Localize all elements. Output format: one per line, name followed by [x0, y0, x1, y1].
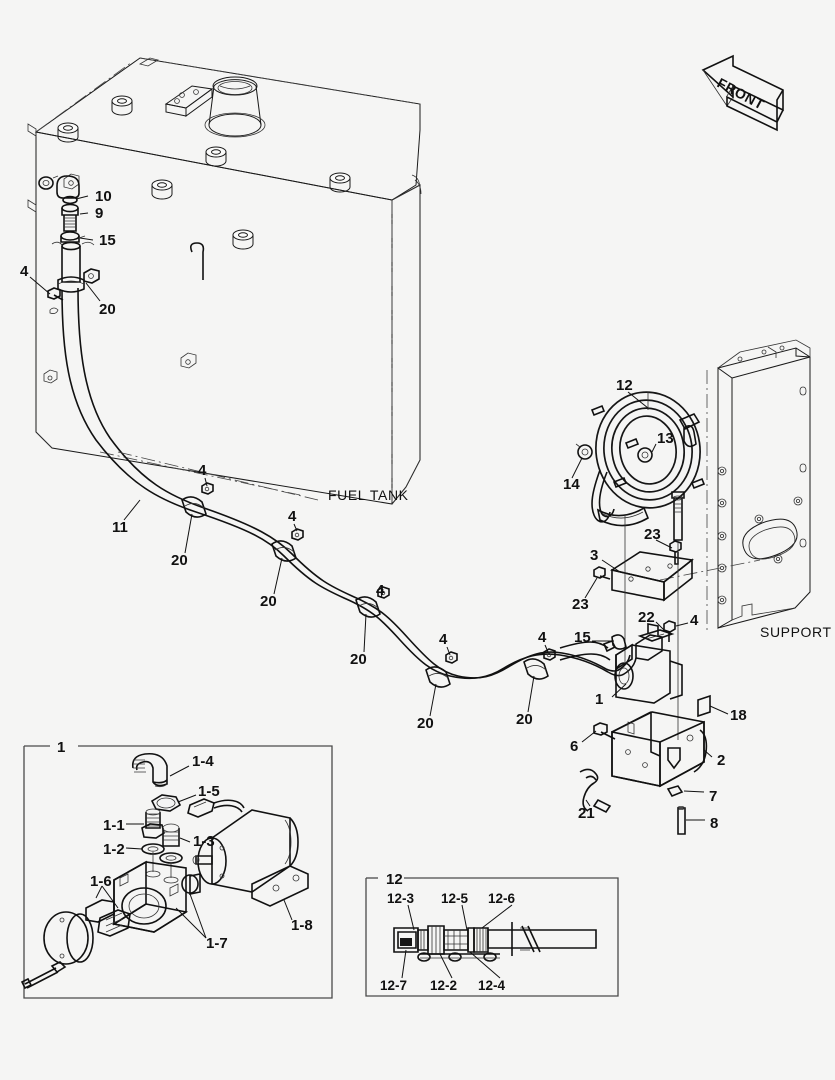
callout-10: 10 — [95, 188, 112, 205]
callout-15: 15 — [99, 232, 116, 249]
tank-top-bosses — [57, 95, 351, 250]
callout-8: 8 — [710, 815, 718, 832]
callout-2: 2 — [717, 752, 725, 769]
hose-clamps-group — [181, 482, 556, 688]
detail-label-1-7: 1-7 — [206, 935, 228, 952]
fuel-tank-group — [27, 57, 422, 505]
assembly-guide-lines — [624, 392, 679, 740]
detail-box-pump: 1 — [20, 739, 333, 999]
callout-20-e: 20 — [516, 711, 533, 728]
callout-6: 6 — [570, 738, 578, 755]
hose-clamp-c — [355, 586, 390, 618]
part-1-6 — [85, 899, 131, 937]
callout-13: 13 — [657, 430, 674, 447]
part-1-7 — [181, 873, 201, 895]
callout-23-top: 23 — [644, 526, 661, 543]
detail-box-nozzle: 12 — [365, 871, 619, 997]
part-1-8-motor — [192, 809, 309, 907]
fuel-tank-caption: FUEL TANK — [328, 487, 409, 503]
callout-15-pump: 15 — [574, 629, 591, 646]
callout-4-c: 4 — [376, 582, 385, 599]
detail-label-1-3: 1-3 — [193, 833, 215, 850]
callout-23-left: 23 — [572, 596, 589, 613]
callout-18: 18 — [730, 707, 747, 724]
callout-3: 3 — [590, 547, 598, 564]
support-panel-group: SUPPORT — [659, 339, 832, 640]
callout-7: 7 — [709, 788, 717, 805]
callout-20-d: 20 — [417, 715, 434, 732]
tank-filler-neck — [204, 76, 266, 138]
hose-clamp-a — [181, 482, 214, 518]
hose-reel-group: 12 13 14 — [563, 377, 706, 541]
callout-group-tank-fitting: 10 9 15 4 20 — [20, 188, 116, 318]
tank-outlet-fitting-group — [38, 175, 100, 301]
detail-label-12-4: 12-4 — [478, 978, 506, 993]
part-12-assembly — [393, 922, 597, 962]
part-1-4 — [131, 752, 168, 788]
callout-12: 12 — [616, 377, 633, 394]
callout-4-tank: 4 — [20, 263, 29, 280]
callout-4-e: 4 — [538, 629, 547, 646]
detail-label-12-2: 12-2 — [430, 978, 457, 993]
fuel-hose-run-group — [61, 287, 637, 680]
callout-20-tank: 20 — [99, 301, 116, 318]
detail-label-12-3: 12-3 — [387, 891, 415, 906]
part-pump-end-cover — [20, 911, 94, 990]
callout-9: 9 — [95, 205, 103, 222]
pump-assembly-group: 22 4 15 1 — [559, 609, 699, 708]
callout-20-c: 20 — [350, 651, 367, 668]
tank-top-plate — [164, 85, 214, 117]
hose-clamp-e — [523, 648, 556, 680]
pump-bracket-group: 18 6 2 7 21 8 — [570, 694, 747, 835]
support-caption: SUPPORT — [760, 624, 832, 640]
callout-4-pump: 4 — [690, 612, 699, 629]
callout-22: 22 — [638, 609, 655, 626]
callout-4-a: 4 — [198, 462, 207, 479]
detail-label-12-7: 12-7 — [380, 978, 407, 993]
mount-plate-group: 3 23 23 — [572, 526, 694, 613]
detail-label-1-5: 1-5 — [198, 783, 220, 800]
hose-clamp-d — [425, 651, 458, 688]
detail-label-1-2: 1-2 — [103, 841, 125, 858]
callout-20-b: 20 — [260, 593, 277, 610]
callout-1-pump: 1 — [595, 691, 603, 708]
callout-group-hose-run: 11 4 20 4 20 4 20 4 20 4 20 — [112, 462, 549, 732]
detail-label-1-4: 1-4 — [192, 753, 214, 770]
callout-20-a: 20 — [171, 552, 188, 569]
callout-4-d: 4 — [439, 631, 448, 648]
tank-face-fittings — [43, 173, 205, 384]
detail-label-1-8: 1-8 — [291, 917, 313, 934]
callout-11: 11 — [112, 519, 128, 536]
callout-21: 21 — [578, 805, 595, 822]
part-connector-wire — [187, 798, 245, 818]
detail-label-12-6: 12-6 — [488, 891, 516, 906]
detail-label-12-5: 12-5 — [441, 891, 469, 906]
part-1-1 — [141, 808, 165, 839]
detail-box-nozzle-label: 12 — [386, 871, 403, 888]
detail-label-1-1: 1-1 — [103, 817, 125, 834]
detail-box-pump-label: 1 — [57, 739, 65, 756]
hose-clamp-b — [271, 528, 304, 562]
callout-4-b: 4 — [288, 508, 297, 525]
callout-14: 14 — [563, 476, 580, 493]
detail-label-1-6: 1-6 — [90, 873, 112, 890]
